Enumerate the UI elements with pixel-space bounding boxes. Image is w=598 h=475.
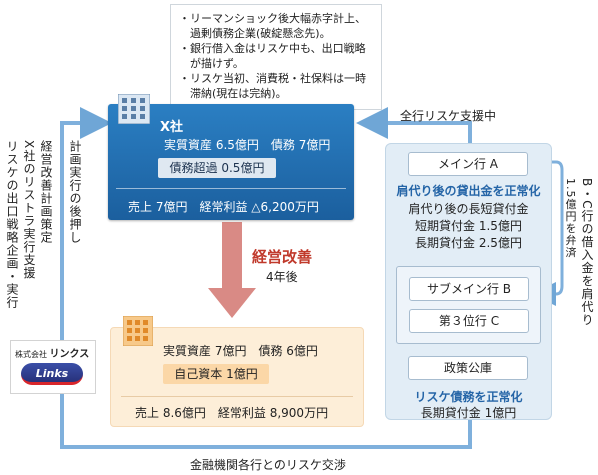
top-arrow-label: 全行リスケ支援中 <box>400 109 497 123</box>
improve-arrow-head <box>208 288 256 318</box>
company-x-assets: 実質資産 6.5億円 債務 7億円 <box>164 138 331 152</box>
improvement-period: 4年後 <box>266 270 298 284</box>
divider <box>121 396 353 397</box>
links-logo: 株式会社 リンクス Links <box>10 340 96 394</box>
after-equity-badge: 自己資本 1億円 <box>163 364 269 384</box>
bank-line: 長期貸付金 1億円 <box>420 406 517 420</box>
note-line: ・リスケ当初、消費税・社保料は一時 <box>179 72 366 85</box>
improvement-label: 経営改善 <box>252 248 313 266</box>
improve-arrow-shaft <box>222 222 242 290</box>
company-x-after: 実質資産 7億円 債務 6億円 自己資本 1億円 売上 8.6億円 経常利益 8… <box>110 316 364 427</box>
building-icon <box>118 94 150 124</box>
bank-line: 肩代り後の長短貸付金 <box>408 202 529 216</box>
logo-name: 株式会社 リンクス <box>15 349 90 360</box>
note-line: が描けず。 <box>179 57 244 70</box>
bank-c: 第３位行 C <box>409 309 529 333</box>
banks-panel: メイン行 A 肩代り後の貸出金を正常化 肩代り後の長短貸付金 短期貸付金 1.5… <box>385 143 552 420</box>
bracket-arrow <box>522 160 564 306</box>
bottom-arrow-label: 金融機関各行とのリスケ交渉 <box>190 458 346 472</box>
company-x-deficit-badge: 債務超過 0.5億円 <box>158 158 276 178</box>
takeover-label: B・C行の借入金を肩代り <box>580 178 594 327</box>
company-x-sales: 売上 7億円 経常利益 △6,200万円 <box>128 200 319 214</box>
reschedule-heading: リスケ債務を正常化 <box>414 390 523 404</box>
strategy-line-3: リスケの出口戦略企画・実行 <box>5 140 19 309</box>
company-x-before: X社 実質資産 6.5億円 債務 7億円 債務超過 0.5億円 売上 7億円 経… <box>108 94 354 220</box>
main-bank-a: メイン行 A <box>408 152 528 176</box>
repay-label: 1.5億円を弁済 <box>564 178 577 259</box>
bottom-arrow <box>60 107 472 449</box>
company-x-title: X社 <box>160 120 184 135</box>
sub-banks-group: サブメイン行 B 第３位行 C <box>396 266 541 344</box>
top-arrow <box>356 107 472 143</box>
policy-finance: 政策公庫 <box>408 356 528 380</box>
bank-line: 長期貸付金 2.5億円 <box>415 236 522 250</box>
building-icon <box>123 316 153 346</box>
after-sales: 売上 8.6億円 経常利益 8,900万円 <box>135 406 329 420</box>
sub-bank-b: サブメイン行 B <box>409 277 529 301</box>
strategy-line-1: 経営改善計画策定 <box>39 140 53 244</box>
divider <box>116 188 346 189</box>
note-line: 滞納(現在は完納)。 <box>179 87 287 100</box>
normalize-heading: 肩代り後の貸出金を正常化 <box>396 184 541 198</box>
note-line: 過剰債務企業(破綻懸念先)。 <box>179 27 331 40</box>
situation-note: ・リーマンショック後大幅赤字計上、 過剰債務企業(破綻懸念先)。 ・銀行借入金は… <box>170 4 382 110</box>
note-line: ・銀行借入金はリスケ中も、出口戦略 <box>179 42 366 55</box>
bank-line: 短期貸付金 1.5億円 <box>415 219 522 233</box>
strategy-line-2: X社のリストラ実行支援 <box>22 140 36 280</box>
logo-mark: Links <box>21 363 83 385</box>
after-assets: 実質資産 7億円 債務 6億円 <box>163 344 318 358</box>
note-line: ・リーマンショック後大幅赤字計上、 <box>179 12 366 25</box>
support-vertical-label: 計画実行の後押し <box>68 140 82 244</box>
